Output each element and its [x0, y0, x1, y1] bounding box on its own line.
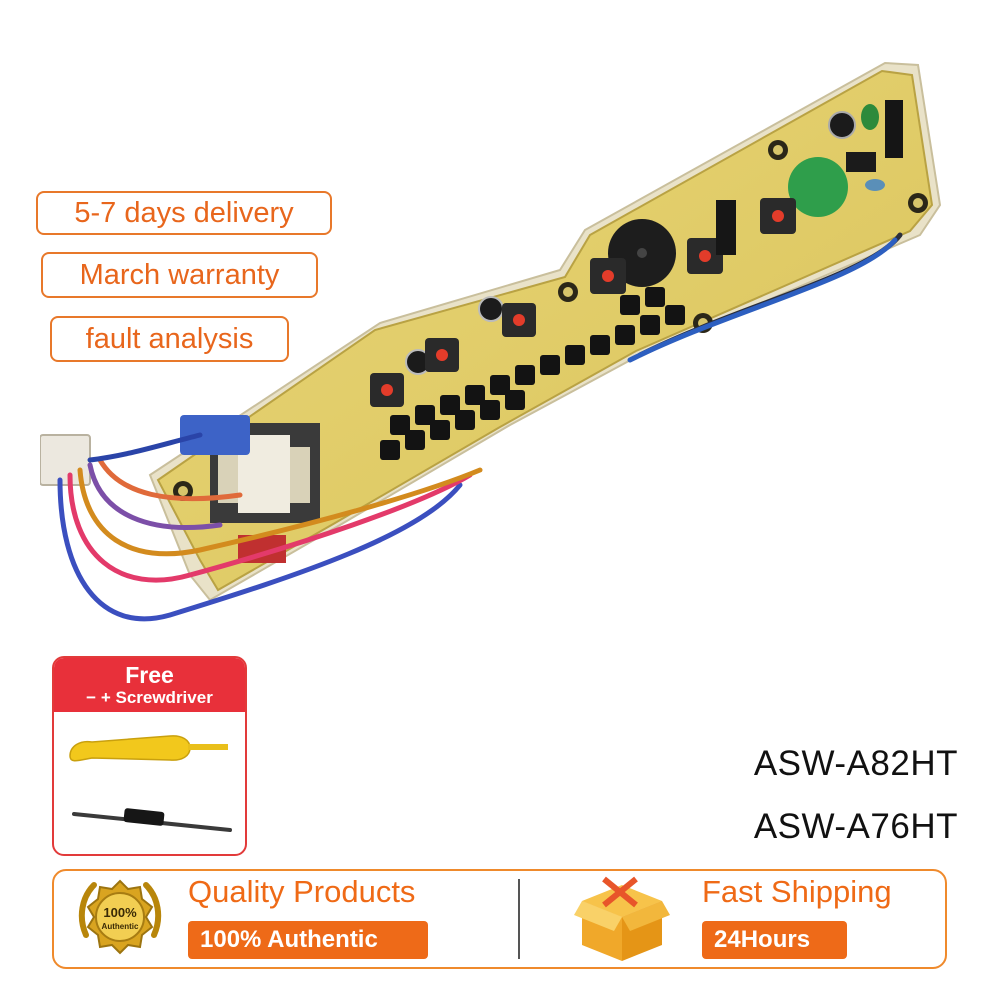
- quality-title: Quality Products: [188, 874, 416, 909]
- quality-pill-label: 100% Authentic: [200, 926, 378, 953]
- authentic-badge-icon: 100% Authentic: [78, 879, 162, 955]
- control-board-image: [40, 61, 942, 622]
- delivery-tag: 5-7 days delivery: [36, 191, 332, 235]
- free-card-header: Free − + Screwdriver: [54, 658, 245, 712]
- free-title: Free: [125, 662, 174, 688]
- banner-divider: [518, 879, 520, 959]
- badge-percent: 100%: [103, 905, 137, 920]
- free-subtitle: − + Screwdriver: [86, 688, 213, 707]
- delivery-label: 5-7 days delivery: [74, 196, 294, 229]
- fault-analysis-tag: fault analysis: [50, 316, 289, 362]
- model-number-2: ASW-A76HT: [753, 807, 958, 846]
- free-screwdriver-card: Free − + Screwdriver: [52, 656, 247, 856]
- quality-pill: 100% Authentic: [188, 921, 428, 959]
- screwdriver-image: [69, 735, 232, 832]
- bottom-banner: 100% Authentic Quality Products 100% Aut…: [52, 869, 947, 969]
- shipping-pill: 24Hours: [702, 921, 847, 959]
- shipping-title: Fast Shipping: [702, 874, 892, 909]
- shipping-box-icon: [574, 876, 670, 961]
- model-number-1: ASW-A82HT: [753, 744, 958, 783]
- shipping-pill-label: 24Hours: [714, 926, 811, 953]
- badge-label: Authentic: [102, 922, 139, 931]
- warranty-label: March warranty: [79, 258, 280, 291]
- warranty-tag: March warranty: [41, 252, 318, 298]
- fault-analysis-label: fault analysis: [85, 322, 254, 355]
